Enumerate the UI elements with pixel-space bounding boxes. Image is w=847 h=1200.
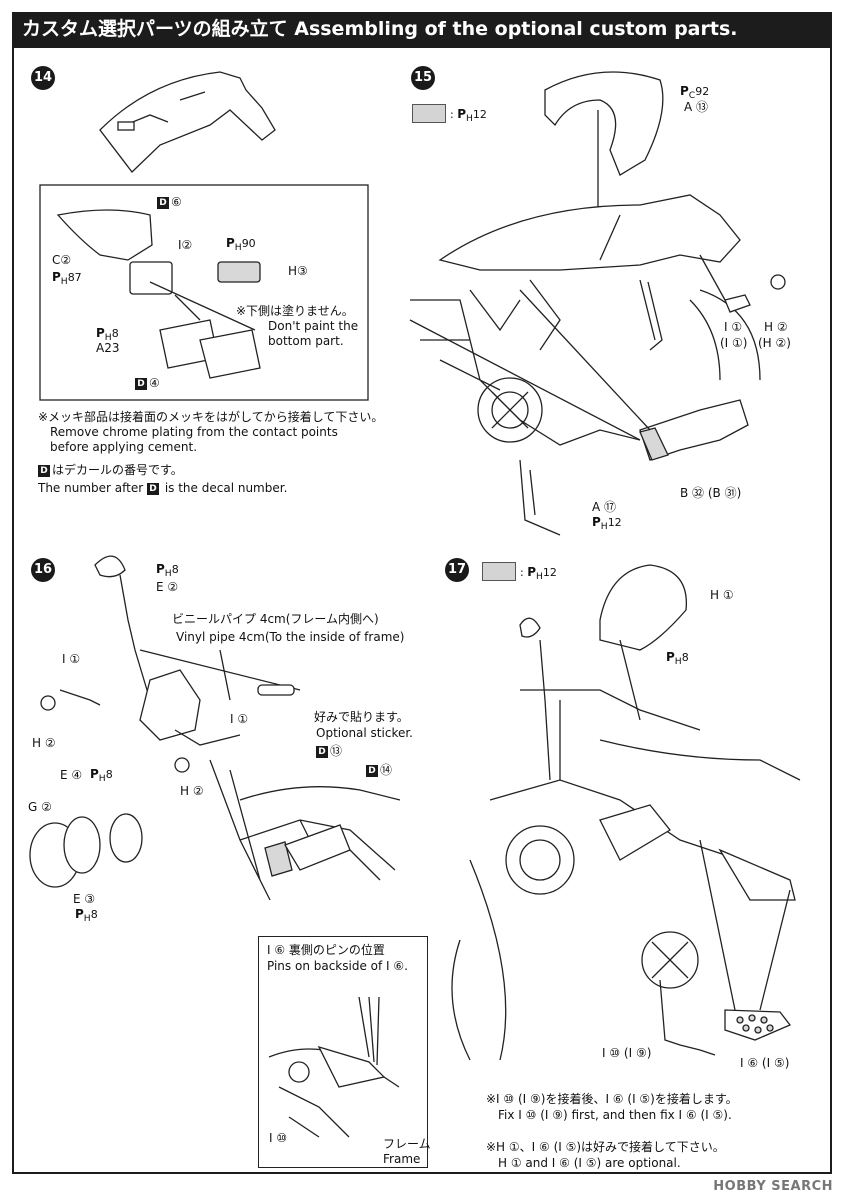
no-paint-note-jp: ※下側は塗りません。 — [236, 304, 354, 318]
part-label-i1b: I ① — [230, 712, 249, 726]
inset-drawing — [268, 996, 400, 1138]
paint-swatch — [482, 562, 516, 581]
decal-number: ⑥ — [171, 195, 182, 209]
decal-marker-icon: D — [316, 745, 328, 758]
decal-legend-en: The number after D is the decal number. — [38, 481, 288, 495]
chrome-note-en1: Remove chrome plating from the contact p… — [50, 425, 338, 439]
part-label-h2-alt: (H ②) — [758, 336, 791, 350]
backside-pins-inset: I ⑥ 裏側のピンの位置 Pins on backside of I ⑥. I … — [258, 936, 431, 1168]
part-label-h2a: H ② — [32, 736, 56, 750]
part-label-h3: H③ — [288, 264, 308, 278]
vinyl-note-jp: ビニールパイプ 4cm(フレーム内側へ) — [172, 612, 379, 626]
part-label-e3: E ③ — [73, 892, 96, 906]
decal-marker-icon: D — [366, 764, 378, 777]
decal-marker-icon: D — [157, 196, 169, 209]
sticker-note-en: Optional sticker. — [316, 726, 413, 740]
paint-code-ph8: PH8 — [96, 326, 119, 344]
paint-code-ph12: : PH12 — [450, 107, 487, 125]
paint-code-ph90: PH90 — [226, 236, 256, 254]
vinyl-note-en: Vinyl pipe 4cm(To the inside of frame) — [176, 630, 405, 644]
frame-label-jp: フレーム — [383, 1137, 431, 1151]
decal-marker-icon: D — [38, 464, 50, 477]
part-label-i6-i5: I ⑥ (I ⑤) — [740, 1056, 790, 1070]
optional-note-jp: ※H ①、I ⑥ (I ⑤)は好みで接着して下さい。 — [486, 1140, 725, 1154]
decal-marker-icon: D — [147, 482, 159, 495]
sticker-note-jp: 好みで貼ります。 — [314, 710, 409, 724]
paint-code-ph8a: PH8 — [156, 562, 179, 580]
part-label-i1-alt: (I ①) — [720, 336, 748, 350]
part-label-i1: I ① — [724, 320, 743, 334]
part-label-i1a: I ① — [62, 652, 81, 666]
part-label-i2: I② — [178, 238, 193, 252]
paint-code-ph87: PH87 — [52, 270, 82, 288]
chrome-note-jp: ※メッキ部品は接着面のメッキをはがしてから接着して下さい。 — [38, 410, 384, 424]
paint-code-ph8: PH8 — [666, 650, 689, 668]
instruction-frame — [12, 46, 832, 1174]
decal-marker-icon: D — [135, 377, 147, 390]
part-label-b32: B ㉜ (B ㉛) — [680, 486, 742, 500]
step-number-badge: 17 — [445, 558, 469, 582]
step-number-badge: 14 — [31, 66, 55, 90]
paint-swatch — [412, 104, 446, 123]
paint-code-ph8c: PH8 — [75, 907, 98, 925]
paint-code-ph12: : PH12 — [520, 565, 557, 583]
part-label-c2: C② — [52, 253, 72, 267]
inset-title-jp: I ⑥ 裏側のピンの位置 — [267, 943, 385, 957]
fix-order-note-en: Fix I ⑩ (I ⑨) first, and then fix I ⑥ (I… — [498, 1108, 732, 1122]
paint-code-ph8b: PH8 — [90, 767, 113, 785]
part-label-a17: A ⑰ — [592, 500, 617, 514]
paint-code-ph12b: PH12 — [592, 515, 622, 533]
chrome-note-en2: before applying cement. — [50, 440, 198, 454]
part-label-h2b: H ② — [180, 784, 204, 798]
inset-title-en: Pins on backside of I ⑥. — [267, 959, 408, 973]
part-label-i10-i9: I ⑩ (I ⑨) — [602, 1046, 652, 1060]
part-label-i10: I ⑩ — [269, 1131, 288, 1145]
step-number-badge: 15 — [411, 66, 435, 90]
no-paint-note-en1: Don't paint the — [268, 319, 359, 333]
optional-note-en: H ① and I ⑥ (I ⑤) are optional. — [498, 1156, 681, 1170]
part-label-h2: H ② — [764, 320, 788, 334]
part-label-e2: E ② — [156, 580, 179, 594]
step-number-badge: 16 — [31, 558, 55, 582]
page-title: カスタム選択パーツの組み立て Assembling of the optiona… — [12, 12, 832, 46]
part-label-a23: A23 — [96, 341, 120, 355]
part-label-h1: H ① — [710, 588, 734, 602]
part-label-g2: G ② — [28, 800, 52, 814]
watermark: HOBBY SEARCH — [713, 1179, 833, 1194]
part-label-e4: E ④ — [60, 768, 83, 782]
fix-order-note-jp: ※I ⑩ (I ⑨)を接着後、I ⑥ (I ⑤)を接着します。 — [486, 1092, 738, 1106]
part-label-a13: A ⑬ — [684, 100, 709, 114]
paint-code-pc92: PC92 — [680, 84, 710, 102]
frame-label-en: Frame — [383, 1152, 421, 1166]
no-paint-note-en2: bottom part. — [268, 334, 344, 348]
